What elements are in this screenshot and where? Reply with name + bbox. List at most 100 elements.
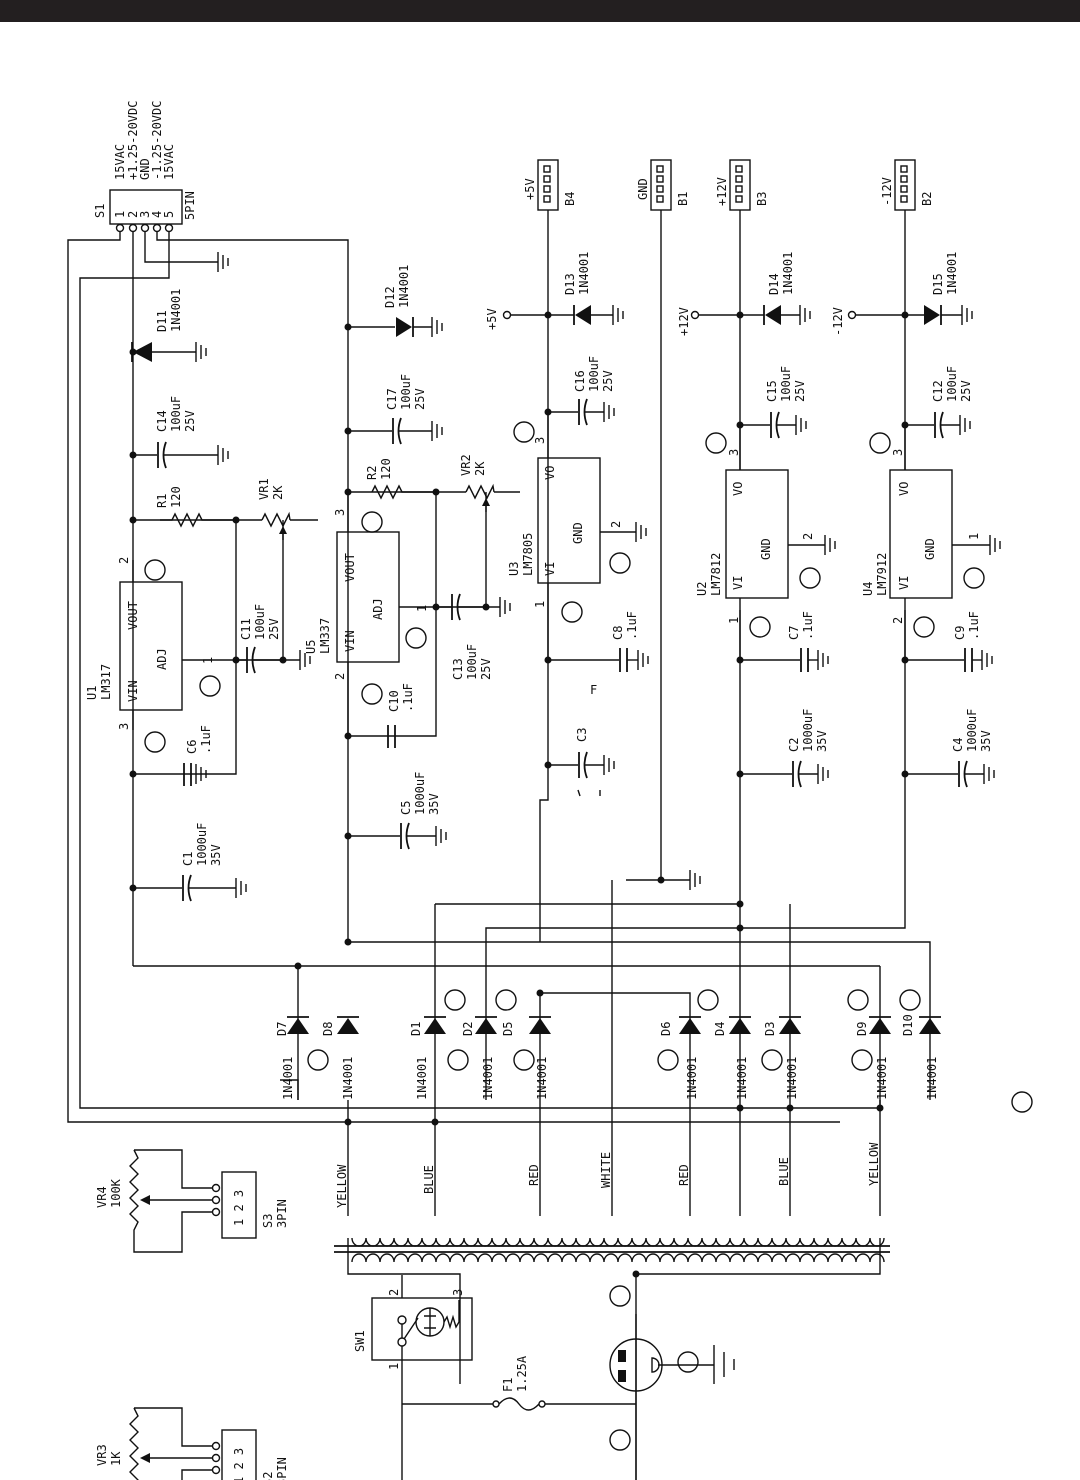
s1-signal-4: -1.25-20VDC — [150, 101, 164, 180]
wire-yellow-right: YELLOW — [867, 1142, 881, 1186]
d2-ref: D2 — [461, 1022, 475, 1036]
vr1-ref: VR1 — [257, 478, 271, 500]
vr1-value: 2K — [271, 485, 285, 500]
switch-sw1: SW1 1 2 3 — [353, 1275, 473, 1370]
c17-ref: C17 — [385, 388, 399, 410]
s3-ref: S3 — [261, 1214, 275, 1228]
c6-ref: C6 — [185, 740, 199, 754]
ground-symbol — [195, 764, 207, 784]
sw1-ref: SW1 — [353, 1330, 367, 1352]
pot-vr2: VR2 2K — [459, 454, 495, 512]
u1-pin-adj: 1 — [201, 657, 215, 664]
cap-c8: C8 .1uF — [548, 611, 639, 672]
ground-symbol — [795, 415, 807, 435]
d4-ref: D4 — [713, 1022, 727, 1036]
c16-voltage: 25V — [601, 370, 615, 392]
cap-c13: C13 100uF 25V — [436, 593, 500, 680]
c12-ref: C12 — [931, 380, 945, 402]
s1-pin-3: 3 — [138, 211, 152, 218]
u5-pin-out: 3 — [333, 509, 347, 516]
pot-vr1: VR1 2K — [257, 478, 291, 540]
u2-ref: U2 — [695, 582, 709, 596]
b1-label: GND — [636, 178, 650, 200]
c13-voltage: 25V — [479, 658, 493, 680]
u2-part: LM7812 — [709, 553, 723, 596]
ground-symbol — [961, 305, 973, 325]
u5-ref: U5 — [304, 640, 318, 654]
sw1-pin-3: 3 — [451, 1289, 465, 1296]
c15-value: 100uF — [779, 366, 793, 402]
d12-part: 1N4001 — [397, 265, 411, 308]
c4-value: 1000uF — [965, 709, 979, 752]
u4-vi: VI — [897, 576, 911, 590]
c9-value: .1uF — [967, 611, 981, 640]
u5-pin-adj: 1 — [415, 605, 429, 612]
cap-c1: C1 1000uF 35V — [133, 823, 236, 902]
f1-ref: F1 — [501, 1378, 515, 1392]
ground-symbol — [817, 650, 829, 670]
d1-ref: D1 — [409, 1022, 423, 1036]
header-b2: -12V B2 — [880, 159, 934, 211]
ground-symbol — [989, 535, 1001, 555]
cap-c6: C6 .1uF — [183, 725, 213, 786]
header-b3: +12V B3 — [715, 159, 769, 211]
ground-symbol — [817, 764, 829, 784]
u5-pin-in: 2 — [333, 673, 347, 680]
u3-vo: VO — [543, 466, 557, 480]
r1-ref: R1 — [155, 494, 169, 508]
c13-ref: C13 — [451, 658, 465, 680]
b3-label: +12V — [715, 177, 729, 206]
fuse-f1: F1 1.25A — [402, 1355, 636, 1411]
regulator-u4: U4 LM7912 VI VO GND 2 3 1 — [861, 425, 990, 660]
c16-ref: C16 — [573, 370, 587, 392]
d12-ref: D12 — [383, 286, 397, 308]
c17-value: 100uF — [399, 374, 413, 410]
c12-value: 100uF — [945, 366, 959, 402]
vr3-ref: VR3 — [95, 1444, 109, 1466]
connector-s3: 1 2 3 S3 3PIN — [211, 1171, 289, 1239]
cap-c14: C14 100uF 25V — [133, 396, 218, 469]
c5-voltage: 35V — [427, 793, 441, 815]
c11-value: 100uF — [253, 604, 267, 640]
regulator-u3: U3 LM7805 VI VO GND 1 3 2 — [507, 412, 636, 660]
top-black-bar — [0, 0, 1080, 22]
d3-ref: D3 — [763, 1022, 777, 1036]
d8-part: 1N4001 — [341, 1057, 355, 1100]
ground-symbol — [603, 755, 615, 775]
c2-voltage: 35V — [815, 730, 829, 752]
c12-voltage: 25V — [959, 380, 973, 402]
d5-ref: D5 — [501, 1022, 515, 1036]
c2-value: 1000uF — [801, 709, 815, 752]
d14-ref: D14 — [767, 273, 781, 295]
d11-ref: D11 — [155, 310, 169, 332]
ground-symbol — [431, 317, 443, 337]
d10-part: 1N4001 — [925, 1057, 939, 1100]
r2-ref: R2 — [365, 466, 379, 480]
rectifier-diodes — [287, 1016, 941, 1034]
ground-symbol — [799, 305, 811, 325]
u4-ref: U4 — [861, 582, 875, 596]
cap-c12: C12 100uF 25V — [905, 366, 973, 439]
u1-part: LM317 — [99, 664, 113, 700]
ground-symbol — [499, 597, 511, 617]
ground-symbol — [983, 764, 995, 784]
vr4-ref: VR4 — [95, 1186, 109, 1208]
c15-ref: C15 — [765, 380, 779, 402]
c5-value: 1000uF — [413, 772, 427, 815]
s1-ref: S1 — [93, 204, 107, 218]
c9-ref: C9 — [953, 626, 967, 640]
ground-symbol — [195, 342, 207, 362]
c8-value: .1uF — [625, 611, 639, 640]
vr2-ref: VR2 — [459, 454, 473, 476]
u4-part: LM7912 — [875, 553, 889, 596]
u4-pin-out: 3 — [891, 449, 905, 456]
u1-adj: ADJ — [155, 648, 169, 670]
d9-ref: D9 — [855, 1022, 869, 1036]
regulator-u1: U1 LM317 VIN VOUT ADJ 3 2 1 — [85, 557, 236, 753]
c7-value: .1uF — [801, 611, 815, 640]
regulator-u2: U2 LM7812 VI VO GND 1 3 2 — [695, 425, 825, 660]
cap-c10: C10 .1uF — [387, 683, 415, 748]
s1-type: 5PIN — [183, 191, 197, 220]
ac-plug-icon — [609, 1338, 735, 1392]
ground-symbol — [637, 650, 649, 670]
